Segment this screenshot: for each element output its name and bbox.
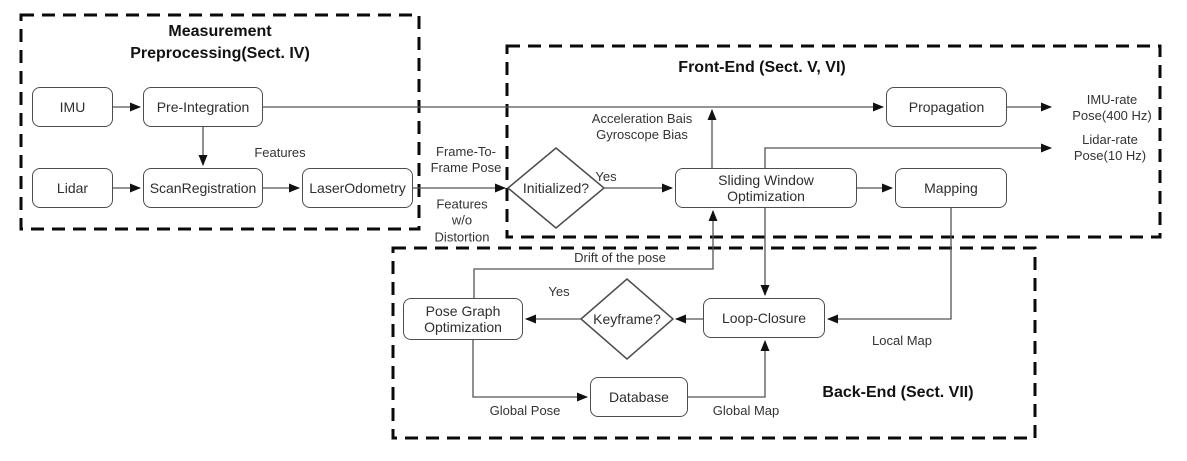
imu-node: IMU [32, 87, 113, 127]
global-map-edge-label: Global Map [712, 402, 780, 418]
preprocessing-title-line1: Measurement [168, 23, 272, 40]
edge-posegraph-globalpose-to-database [472, 340, 588, 402]
laser-odometry-node: LaserOdometry [302, 168, 413, 208]
initialized-yes-edge-label: Yes [595, 168, 617, 184]
features-edge-label: Features [254, 144, 306, 160]
propagation-node: Propagation [886, 87, 1007, 127]
keyframe-diamond [579, 278, 675, 360]
global-pose-edge-label: Global Pose [489, 402, 561, 418]
imu-rate-pose-output-label: IMU-rate Pose(400 Hz) [1072, 92, 1151, 125]
features-wo-distortion-edge-label: Features w/o Distortion [435, 197, 490, 246]
front-end-region-title: Front-End (Sect. V, VI) [678, 59, 846, 76]
acceleration-bias-line: Acceleration Bais [591, 110, 693, 126]
edge-drift-posegraph-to-slidingwindow [473, 210, 718, 298]
drift-of-the-pose-edge-label: Drift of the pose [574, 249, 666, 265]
preprocessing-region-title: Measurement Preprocessing(Sect. IV) [21, 21, 419, 64]
features-wo-line2: w/o [451, 212, 473, 228]
imu-rate-line2: Pose(400 Hz) [1072, 108, 1152, 123]
mapping-node: Mapping [895, 168, 1007, 208]
frame-to-frame-pose-edge-label: Frame-To- Frame Pose [431, 144, 502, 177]
lidar-rate-line2: Pose(10 Hz) [1073, 148, 1147, 163]
keyframe-decision-label: Keyframe? [593, 311, 661, 327]
scan-registration-node: ScanRegistration [143, 168, 263, 208]
pre-integration-node: Pre-Integration [143, 87, 263, 127]
pose-graph-optimization-node: Pose Graph Optimization [403, 298, 523, 340]
lidar-node: Lidar [32, 168, 113, 208]
preprocessing-region-border [19, 13, 421, 231]
back-end-region-title: Back-End (Sect. VII) [822, 384, 974, 401]
preprocessing-title-line2: Preprocessing(Sect. IV) [130, 44, 310, 62]
loop-closure-node: Loop-Closure [703, 298, 825, 338]
local-map-edge-label: Local Map [872, 332, 932, 348]
gyroscope-bias-line: Gyroscope Bias [596, 127, 688, 142]
features-wo-line3: Distortion [434, 229, 490, 245]
frame-to-frame-line2: Frame Pose [430, 160, 502, 175]
back-end-region-border [391, 246, 1037, 440]
initialized-decision-label: Initialized? [522, 180, 590, 196]
features-wo-line1: Features [436, 196, 488, 212]
bias-edge-label: Acceleration Bais Gyroscope Bias [592, 111, 692, 144]
database-node: Database [590, 377, 688, 417]
edge-database-globalmap-to-loopclosure [688, 340, 770, 398]
imu-rate-line1: IMU-rate [1086, 91, 1138, 107]
lidar-rate-line1: Lidar-rate [1082, 131, 1138, 147]
edge-slidingwindow-to-lidar-rate-output [764, 143, 1052, 168]
keyframe-yes-edge-label: Yes [548, 283, 570, 299]
edge-mapping-localmap-to-loopclosure [827, 208, 952, 324]
sliding-window-optimization-node: Sliding Window Optimization [675, 168, 857, 208]
lidar-rate-pose-output-label: Lidar-rate Pose(10 Hz) [1074, 132, 1146, 165]
front-end-region-border [505, 44, 1162, 239]
frame-to-frame-line1: Frame-To- [436, 143, 496, 159]
